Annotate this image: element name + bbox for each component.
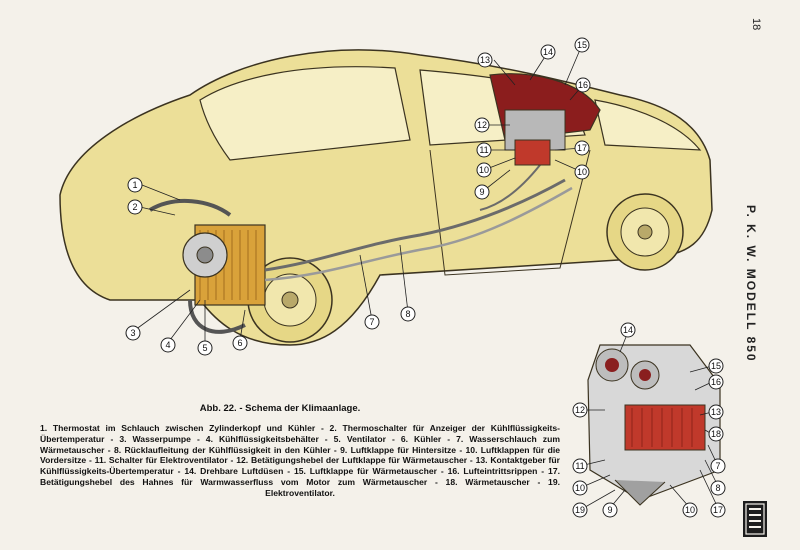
- detail-callout-9: 9: [602, 502, 618, 518]
- svg-text:16: 16: [711, 377, 721, 387]
- svg-text:10: 10: [577, 167, 587, 177]
- svg-text:11: 11: [575, 461, 584, 471]
- car-body: [59, 49, 713, 346]
- callout-16: 16: [575, 77, 591, 93]
- detail-callout-18: 18: [708, 426, 724, 442]
- callout-4: 4: [160, 337, 176, 353]
- callout-3: 3: [125, 325, 141, 341]
- svg-text:4: 4: [165, 340, 170, 350]
- figure-legend: 1. Thermostat im Schlauch zwischen Zylin…: [40, 423, 560, 498]
- svg-text:13: 13: [480, 55, 490, 65]
- running-head: P. K. W. MODELL 850: [744, 205, 758, 363]
- figure-title: Abb. 22. - Schema der Klimaanlage.: [199, 403, 361, 414]
- svg-text:14: 14: [543, 47, 553, 57]
- heater-detail-view: [587, 344, 721, 506]
- callout-10-b: 10: [574, 164, 590, 180]
- svg-text:17: 17: [713, 505, 723, 515]
- callout-2: 2: [127, 199, 143, 215]
- callout-7: 7: [364, 314, 380, 330]
- callout-5: 5: [197, 340, 213, 356]
- svg-text:11: 11: [479, 145, 488, 155]
- engine-radiator-group: [148, 198, 266, 334]
- callout-12: 12: [474, 117, 490, 133]
- svg-text:2: 2: [132, 202, 137, 212]
- detail-callout-15: 15: [708, 358, 724, 374]
- callout-10-a: 10: [476, 162, 492, 178]
- callout-14: 14: [540, 44, 556, 60]
- svg-text:8: 8: [405, 309, 410, 319]
- detail-callout-12: 12: [572, 402, 588, 418]
- svg-text:7: 7: [715, 461, 720, 471]
- svg-text:16: 16: [578, 80, 588, 90]
- detail-callout-7: 7: [710, 458, 726, 474]
- detail-callouts: 14 15 16 12 13 11 10 19 9 10 17 8 7 18: [572, 322, 726, 518]
- callout-1: 1: [127, 177, 143, 193]
- svg-text:13: 13: [711, 407, 721, 417]
- svg-text:10: 10: [685, 505, 695, 515]
- svg-text:15: 15: [711, 361, 721, 371]
- svg-text:5: 5: [202, 343, 207, 353]
- svg-text:1: 1: [132, 180, 137, 190]
- callout-17: 17: [574, 140, 590, 156]
- detail-callout-16: 16: [708, 374, 724, 390]
- svg-text:17: 17: [577, 143, 587, 153]
- svg-text:12: 12: [575, 405, 585, 415]
- svg-text:8: 8: [715, 483, 720, 493]
- svg-text:14: 14: [623, 325, 633, 335]
- svg-text:10: 10: [479, 165, 489, 175]
- svg-text:12: 12: [477, 120, 487, 130]
- svg-text:18: 18: [711, 429, 721, 439]
- detail-callout-10-a: 10: [572, 480, 588, 496]
- heater-hoses: [264, 164, 573, 282]
- svg-text:19: 19: [575, 505, 585, 515]
- side-strip: [728, 0, 800, 550]
- callout-9: 9: [474, 184, 490, 200]
- detail-callout-11: 11: [572, 458, 588, 474]
- callout-15: 15: [574, 37, 590, 53]
- svg-text:3: 3: [130, 328, 135, 338]
- svg-text:7: 7: [369, 317, 374, 327]
- callout-6: 6: [232, 335, 248, 351]
- svg-text:9: 9: [607, 505, 612, 515]
- main-callouts: 1 2 3 4 5 6 7 8 9 10 10 11 12 13 14 15 1…: [125, 37, 591, 356]
- page-number: 18: [750, 18, 762, 31]
- svg-text:10: 10: [575, 483, 585, 493]
- fiat-logo: [743, 501, 767, 537]
- callout-13: 13: [477, 52, 493, 68]
- svg-text:9: 9: [479, 187, 484, 197]
- detail-callout-19: 19: [572, 502, 588, 518]
- detail-callout-14: 14: [620, 322, 636, 338]
- svg-text:6: 6: [237, 338, 242, 348]
- dashboard-heater-unit: [489, 73, 601, 166]
- detail-callout-10-b: 10: [682, 502, 698, 518]
- callout-8: 8: [400, 306, 416, 322]
- callout-11: 11: [476, 142, 492, 158]
- detail-callout-17: 17: [710, 502, 726, 518]
- detail-callout-13: 13: [708, 404, 724, 420]
- svg-text:15: 15: [577, 40, 587, 50]
- detail-callout-8: 8: [710, 480, 726, 496]
